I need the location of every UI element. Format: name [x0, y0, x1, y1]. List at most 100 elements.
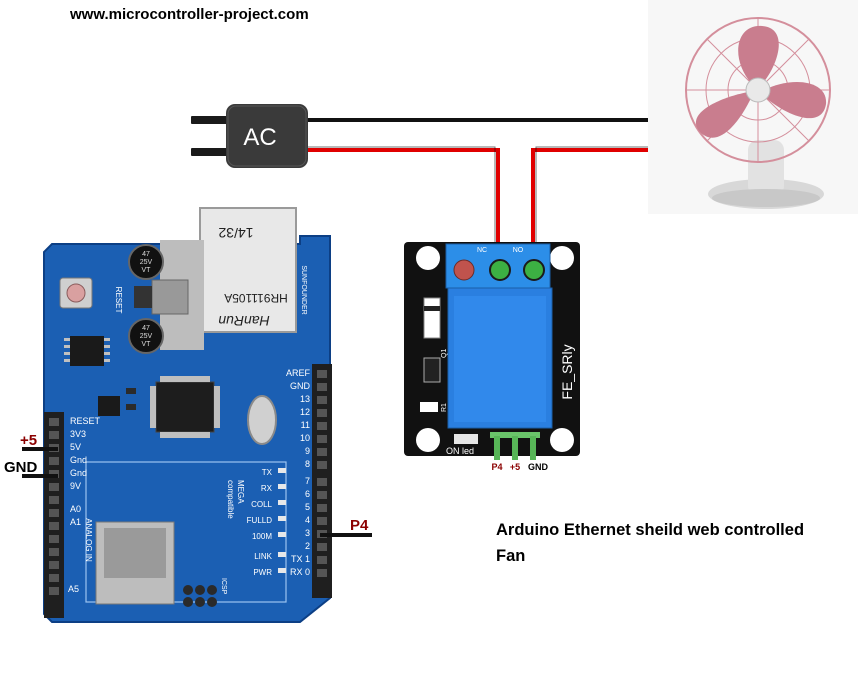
ac-label: AC [243, 124, 276, 151]
status-leds: TX RX COLL FULLD 100M LINK PWR MEGA comp… [220, 468, 286, 595]
relay-pin-label-5v: +5 [510, 462, 520, 472]
reset-button-label: RESET [114, 287, 123, 314]
mount-hole-tr [550, 246, 574, 270]
mount-hole-br [550, 428, 574, 452]
pin-label-gnd: GND [4, 459, 38, 476]
cap1-l1: 47 [142, 251, 150, 258]
power-label-gnd1: Gnd [70, 455, 87, 465]
digital-label-2: 2 [305, 541, 310, 551]
digital-label-3: 3 [305, 528, 310, 538]
led-label-100m: 100M [252, 532, 272, 541]
digital-header: AREF GND 13 12 11 10 9 8 7 6 5 4 3 2 TX … [286, 364, 332, 598]
on-led-label: ON led [446, 446, 474, 456]
smd-chip-small [98, 396, 120, 416]
jack-code: 14/32 [218, 225, 253, 241]
jack-brand: HanRun [218, 313, 270, 329]
crystal-oscillator [247, 395, 277, 445]
relay-diode [423, 297, 441, 339]
on-led [454, 434, 478, 444]
terminal-nc [489, 259, 511, 281]
power-label-3v3: 3V3 [70, 429, 86, 439]
relay-transistor [423, 357, 441, 383]
website-url: www.microcontroller-project.com [70, 6, 309, 23]
label-r1: R1 [441, 403, 448, 412]
digital-label-8: 8 [305, 459, 310, 469]
led-label-pwr: PWR [253, 568, 272, 577]
relay-body-face [454, 296, 546, 422]
plug-body [226, 104, 308, 168]
fan [648, 0, 858, 214]
icsp-header [183, 585, 217, 607]
smd-resistor-2 [126, 404, 136, 410]
sd-card-inner [104, 528, 166, 578]
mega-text: MEGA [236, 480, 245, 504]
relay-resistor [420, 402, 438, 412]
cap2-l2: 25V [140, 333, 153, 340]
ac-wires [306, 118, 652, 270]
caption-line-1: Arduino Ethernet sheild web controlled [496, 521, 805, 539]
fan-stand [748, 140, 784, 196]
red-wire-to-relay-nc [306, 148, 500, 270]
digital-label-4: 4 [305, 515, 310, 525]
digital-label-9: 9 [305, 446, 310, 456]
digital-label-tx1: TX 1 [291, 554, 310, 564]
capacitor-2: 47 25V VT [128, 318, 164, 354]
led-label-rx: RX [261, 484, 273, 493]
fan-blade-top [738, 25, 779, 84]
plug-prong-top [191, 116, 231, 124]
plug-body-edge [227, 105, 307, 167]
label-q1: Q1 [441, 349, 448, 358]
mount-hole-tl [416, 246, 440, 270]
relay-module-name: FE_SRly [559, 344, 575, 399]
smd-resistor-1 [126, 388, 136, 394]
led-label-coll: COLL [251, 500, 272, 509]
relay-module: NC NO FE_SRly Q1 R1 ON led P4 +5 GND [404, 242, 580, 472]
smd-chip-left [70, 336, 104, 366]
brand-text: SUNFOUNDER [300, 265, 307, 314]
cap1-l3: VT [142, 267, 152, 274]
w5100-chip [150, 376, 220, 438]
pin-label-p4: P4 [350, 517, 369, 534]
led-label-link: LINK [254, 552, 272, 561]
power-label-gnd2: Gnd [70, 468, 87, 478]
red-wire-from-relay-no [531, 148, 652, 270]
smd-chip-left-pins [64, 338, 110, 362]
analog-in-text: ANALOG IN [84, 518, 93, 562]
digital-label-5: 5 [305, 502, 310, 512]
power-label-reset: RESET [70, 416, 101, 426]
digital-label-7: 7 [305, 476, 310, 486]
power-header: RESET 3V3 5V Gnd Gnd 9V A0 A1 ANALOG IN … [44, 412, 101, 618]
voltage-regulator [151, 279, 189, 315]
digital-label-aref: AREF [286, 368, 311, 378]
cap1-l2: 25V [140, 259, 153, 266]
digital-label-gnd: GND [290, 381, 311, 391]
terminal-label-nc: NC [477, 247, 487, 254]
ac-plug: AC [191, 104, 308, 168]
caption-line-2: Fan [496, 547, 526, 565]
label-a5: A5 [68, 584, 79, 594]
relay-pins [490, 432, 540, 460]
fan-base-shadow [712, 189, 820, 207]
digital-label-11: 11 [301, 420, 310, 430]
power-label-5v: 5V [70, 442, 81, 452]
relay-pin-label-p4: P4 [491, 462, 502, 472]
terminal-no [523, 259, 545, 281]
diagram-caption: Arduino Ethernet sheild web controlled F… [496, 517, 856, 569]
pin-label-plus5: +5 [20, 432, 37, 449]
fan-hub [745, 77, 771, 103]
led-label-fulld: FULLD [247, 516, 273, 525]
digital-label-10: 10 [300, 433, 310, 443]
terminal-screw-left [453, 259, 475, 281]
cap2-l3: VT [142, 341, 152, 348]
terminal-label-no: NO [513, 247, 524, 254]
cap2-l1: 47 [142, 325, 150, 332]
arduino-pin-connections: +5 GND P4 [4, 432, 372, 537]
red-wire-outline-2 [535, 146, 652, 270]
jack-model: HR911105A [224, 291, 288, 305]
digital-label-rx0: RX 0 [290, 567, 310, 577]
reset-button: RESET [59, 277, 123, 314]
led-label-tx: TX [262, 468, 273, 477]
relay-pin-label-gnd: GND [528, 462, 549, 472]
digital-label-12: 12 [300, 407, 310, 417]
